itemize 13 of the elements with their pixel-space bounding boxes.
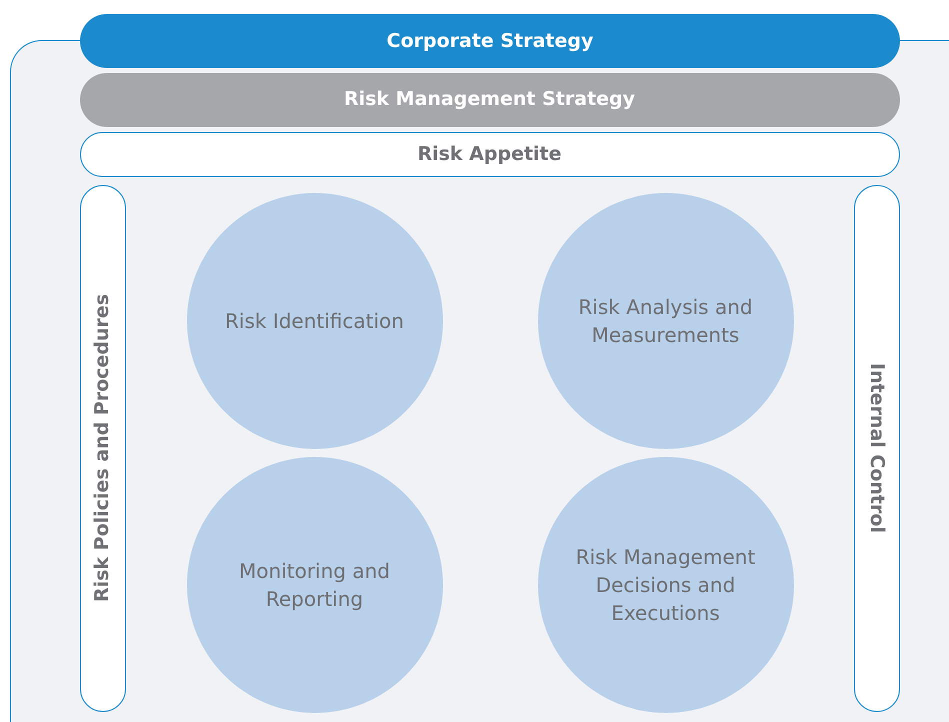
band-label: Corporate Strategy (386, 28, 594, 54)
circle-label: Monitoring and Reporting (238, 558, 391, 612)
band (80, 72, 900, 126)
band (80, 132, 900, 176)
circle-label: Risk Management Decisions and Executions (574, 544, 756, 626)
band-label: Risk Appetite (417, 142, 562, 167)
band-label: Risk Management Strategy (344, 87, 636, 112)
pillar-label: Risk Policies and Procedures (90, 294, 114, 602)
pillar-label: Internal Control (864, 363, 889, 533)
circle-label: Risk Identification (225, 308, 404, 334)
pillar (854, 184, 900, 712)
pillar (80, 184, 126, 712)
circle-label: Risk Analysis and Measurements (577, 294, 754, 348)
